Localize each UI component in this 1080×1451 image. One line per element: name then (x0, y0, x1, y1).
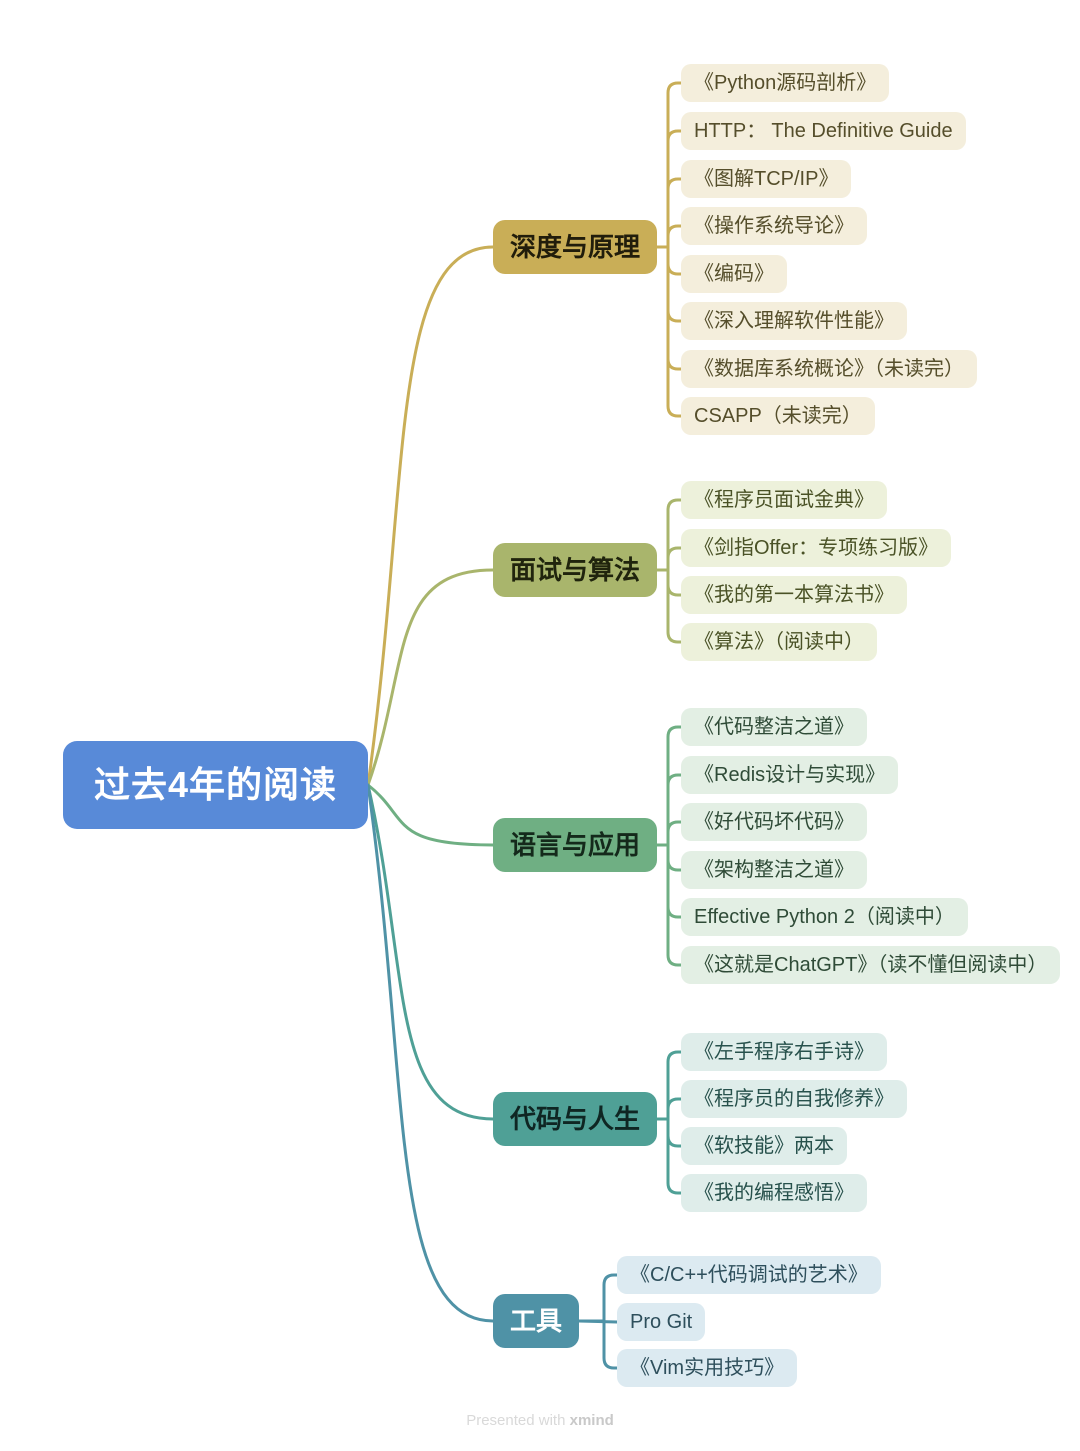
xmind-logo-text: xmind (569, 1412, 614, 1429)
child-node[interactable]: 《编码》 (681, 255, 787, 293)
child-node[interactable]: 《C/C++代码调试的艺术》 (617, 1256, 881, 1294)
root-node[interactable]: 过去4年的阅读 (63, 741, 368, 829)
child-node[interactable]: 《操作系统导论》 (681, 207, 867, 245)
child-node[interactable]: HTTP： The Definitive Guide (681, 112, 966, 150)
child-node[interactable]: 《算法》（阅读中） (681, 623, 877, 661)
child-node[interactable]: 《Redis设计与实现》 (681, 756, 899, 794)
child-node[interactable]: 《架构整洁之道》 (681, 851, 867, 889)
branch-topic-3[interactable]: 代码与人生 (493, 1092, 658, 1146)
child-node[interactable]: 《剑指Offer：专项练习版》 (681, 529, 952, 567)
child-node[interactable]: Pro Git (617, 1303, 706, 1341)
branch-topic-0[interactable]: 深度与原理 (493, 220, 658, 274)
child-node[interactable]: CSAPP（未读完） (681, 397, 875, 435)
child-node[interactable]: 《Python源码剖析》 (681, 64, 890, 102)
child-node[interactable]: 《程序员的自我修养》 (681, 1080, 907, 1118)
child-node[interactable]: 《我的编程感悟》 (681, 1174, 867, 1212)
child-node[interactable]: 《程序员面试金典》 (681, 481, 887, 519)
child-node[interactable]: 《好代码坏代码》 (681, 803, 867, 841)
child-node[interactable]: 《深入理解软件性能》 (681, 302, 907, 340)
xmind-watermark: Presented with xmind (0, 1412, 1080, 1429)
child-node[interactable]: Effective Python 2（阅读中） (681, 898, 968, 936)
branch-topic-1[interactable]: 面试与算法 (493, 543, 658, 597)
branch-topic-2[interactable]: 语言与应用 (493, 818, 658, 872)
child-node[interactable]: 《这就是ChatGPT》（读不懂但阅读中） (681, 946, 1061, 984)
watermark-prefix: Presented with (466, 1412, 566, 1429)
child-node[interactable]: 《数据库系统概论》（未读完） (681, 350, 977, 388)
child-node[interactable]: 《图解TCP/IP》 (681, 160, 852, 198)
child-node[interactable]: 《Vim实用技巧》 (617, 1349, 798, 1387)
child-node[interactable]: 《代码整洁之道》 (681, 708, 867, 746)
branch-topic-4[interactable]: 工具 (493, 1294, 580, 1348)
child-node[interactable]: 《软技能》两本 (681, 1127, 847, 1165)
child-node[interactable]: 《我的第一本算法书》 (681, 576, 907, 614)
child-node[interactable]: 《左手程序右手诗》 (681, 1033, 887, 1071)
